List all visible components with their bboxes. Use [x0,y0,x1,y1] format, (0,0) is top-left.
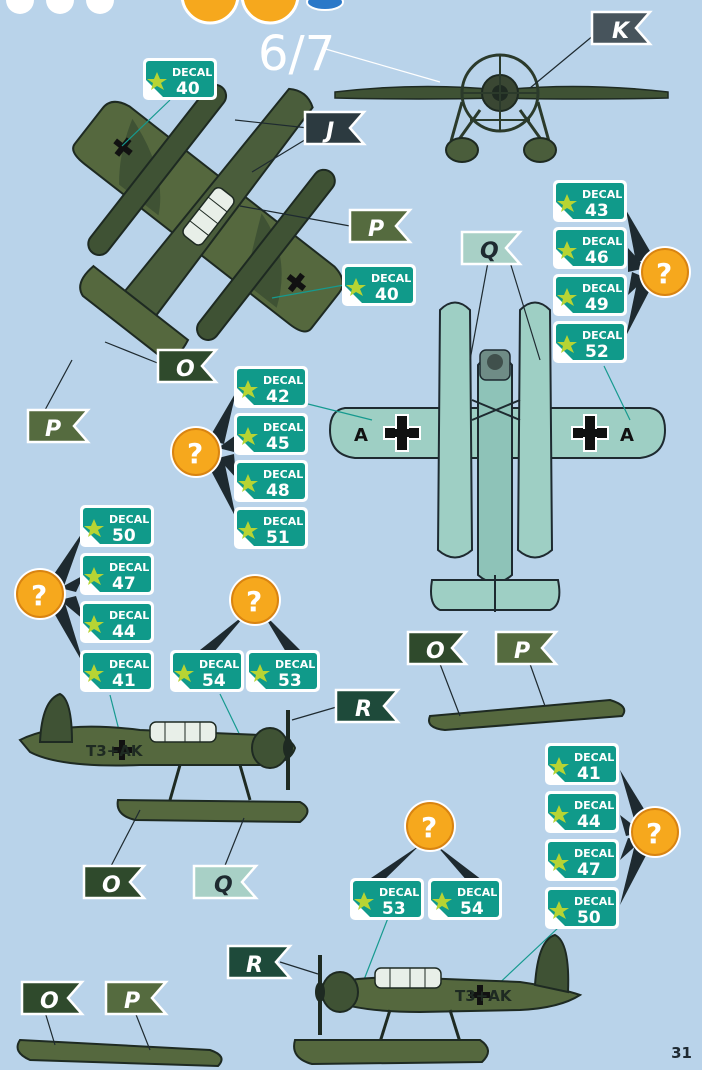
svg-text:DECAL: DECAL [263,374,303,387]
svg-text:DECAL: DECAL [263,421,303,434]
fuselage-code-side-a: T3+AK [86,742,144,760]
flag-q-side: Q [194,818,256,898]
svg-text:50: 50 [112,526,136,546]
flag-p-bottom-label: P [124,989,140,1014]
question-badge-right: ? [656,257,672,290]
flag-q-top-label: Q [480,239,499,264]
float-part-bottom-left: O P [18,982,222,1066]
svg-text:DECAL: DECAL [371,272,411,285]
svg-text:44: 44 [577,812,601,832]
step-indicator: 6/7 [258,26,335,82]
flag-r-side-label: R [355,697,372,722]
svg-text:DECAL: DECAL [574,799,614,812]
svg-text:40: 40 [375,285,399,305]
svg-text:43: 43 [585,201,609,221]
svg-text:54: 54 [460,899,484,919]
flag-o-side-label: O [102,873,121,898]
wing-mark-left: A [354,425,368,446]
svg-text:DECAL: DECAL [582,329,622,342]
question-badge-right-low: ? [646,817,662,850]
question-badge-side-pair: ? [246,585,262,618]
svg-text:DECAL: DECAL [275,658,315,671]
svg-text:52: 52 [585,342,609,362]
decal-stack-side-left: DECAL 50 DECAL 47 DECAL 44 DECAL 41 ? [14,505,154,742]
svg-text:DECAL: DECAL [582,188,622,201]
svg-text:53: 53 [278,671,302,691]
page-number: 31 [671,1044,692,1062]
svg-text:46: 46 [585,248,609,268]
svg-text:41: 41 [112,671,136,691]
svg-text:DECAL: DECAL [582,235,622,248]
decal-stack-right: DECAL 43 DECAL 46 DECAL 49 DECAL 52 ? [553,180,691,420]
svg-text:54: 54 [202,671,226,691]
flag-r-bottom: R [228,946,318,978]
svg-text:41: 41 [577,764,601,784]
svg-text:DECAL: DECAL [172,66,212,79]
question-badge-side-left: ? [31,579,47,612]
flag-k: K [530,12,650,88]
flag-o-mid-label: O [176,357,195,382]
flag-q-side-label: Q [214,873,233,898]
flag-p-top-label: P [368,217,384,242]
flag-r-bottom-label: R [246,953,263,978]
flag-o-bottom-label: O [40,989,59,1014]
svg-text:DECAL: DECAL [263,515,303,528]
svg-text:DECAL: DECAL [574,751,614,764]
fuselage-code-side-b: T3+AK [455,987,513,1005]
decal-stack-left: DECAL 42 DECAL 45 DECAL 48 DECAL 51 ? [170,366,372,549]
decal-pair-bottom: DECAL 53 DECAL 54 ? [350,800,502,990]
svg-text:53: 53 [382,899,406,919]
svg-text:DECAL: DECAL [582,282,622,295]
flag-o-side: O [84,810,144,898]
svg-text:DECAL: DECAL [574,895,614,908]
float-part-right: O P [408,632,624,730]
svg-text:47: 47 [112,574,136,594]
front-view-aircraft [335,55,668,162]
svg-text:DECAL: DECAL [109,609,149,622]
svg-text:47: 47 [577,860,601,880]
svg-text:51: 51 [266,528,290,548]
flag-o-float-label: O [426,639,445,664]
svg-text:48: 48 [266,481,290,501]
svg-text:DECAL: DECAL [109,561,149,574]
svg-text:DECAL: DECAL [109,513,149,526]
svg-text:49: 49 [585,295,609,315]
svg-text:45: 45 [266,434,290,454]
decal-stack-right-low: DECAL 41 DECAL 44 DECAL 47 DECAL 50 ? [492,743,681,990]
flag-p-left-label: P [45,417,61,442]
svg-text:DECAL: DECAL [379,886,419,899]
wing-mark-right: A [620,425,634,446]
svg-text:42: 42 [266,387,290,407]
side-view-aircraft: T3+AK [20,694,308,822]
svg-text:44: 44 [112,622,136,642]
flag-p-float-label: P [514,639,530,664]
svg-text:DECAL: DECAL [574,847,614,860]
svg-text:DECAL: DECAL [457,886,497,899]
flag-k-label: K [612,19,631,44]
svg-text:DECAL: DECAL [199,658,239,671]
question-badge-bottom-pair: ? [421,811,437,844]
svg-text:DECAL: DECAL [263,468,303,481]
header-badges [6,0,343,23]
flag-p-left: P [28,360,88,442]
side-view-aircraft-bottom: T3+AK [294,935,580,1064]
flag-r-side: R [292,690,398,722]
svg-text:40: 40 [176,79,200,99]
svg-text:50: 50 [577,908,601,928]
question-badge-left: ? [187,437,203,470]
svg-text:DECAL: DECAL [109,658,149,671]
